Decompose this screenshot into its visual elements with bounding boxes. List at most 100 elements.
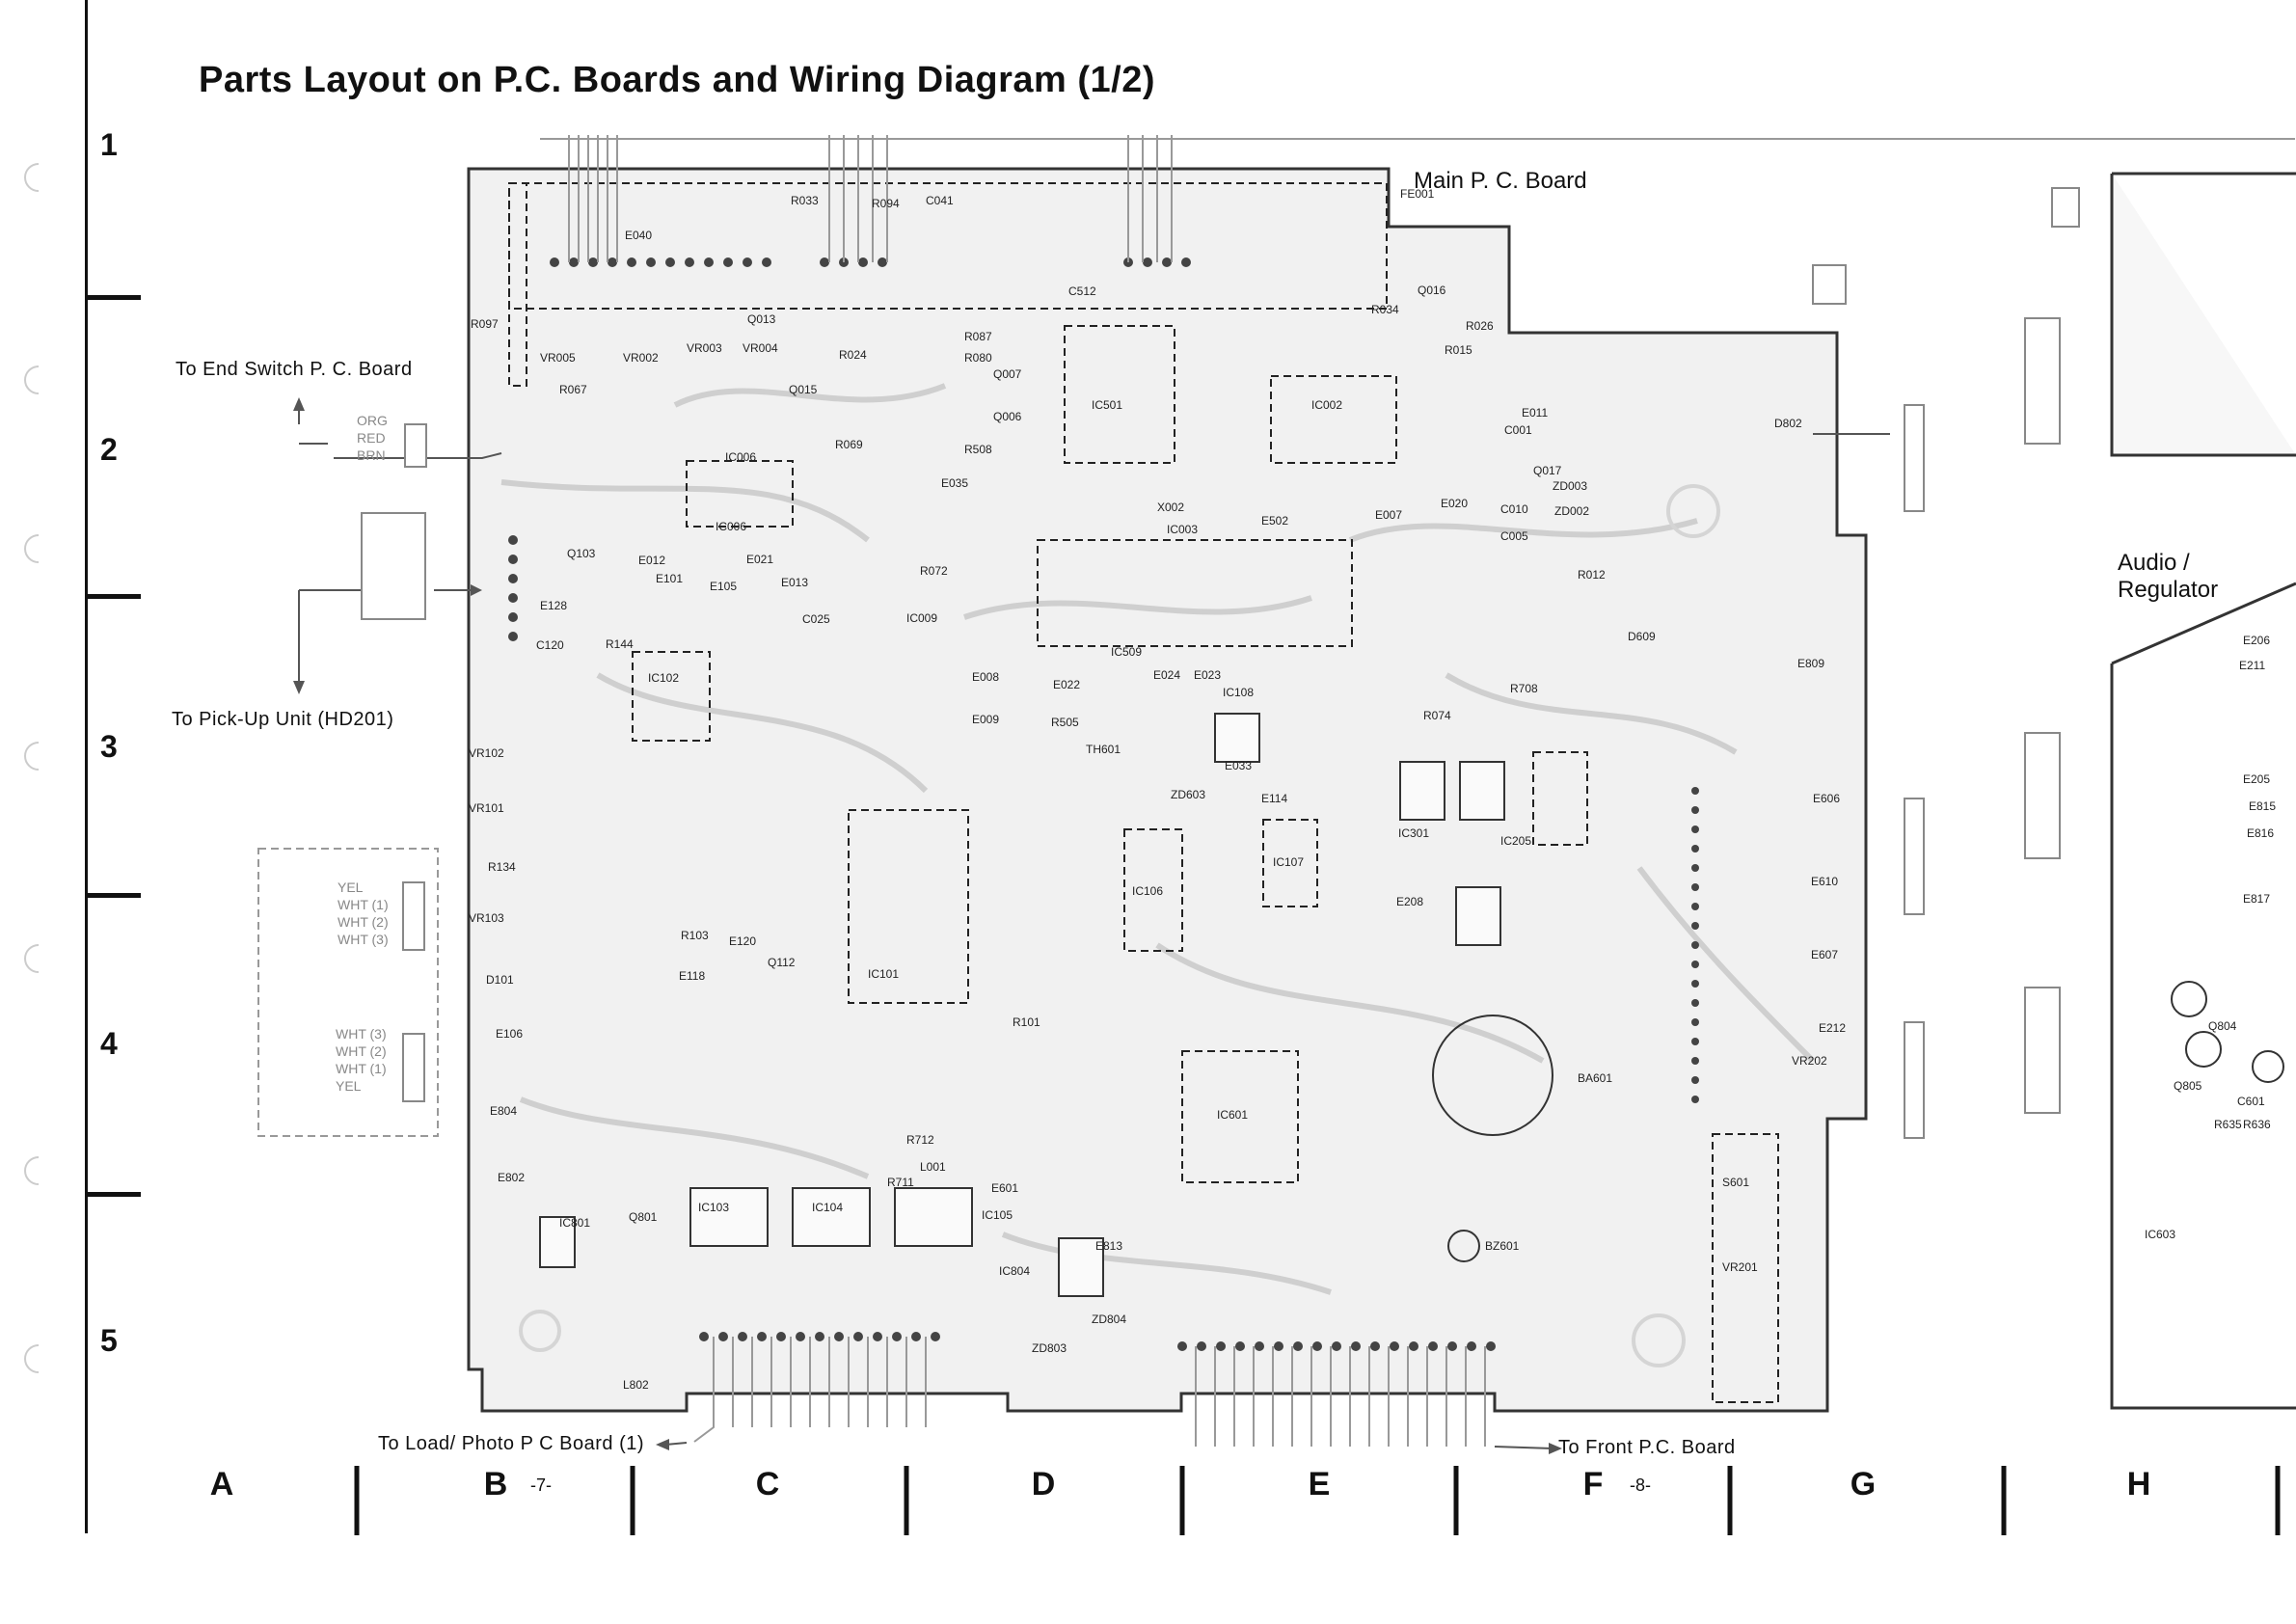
svg-text:E205: E205 bbox=[2243, 772, 2270, 786]
svg-text:ZD804: ZD804 bbox=[1092, 1313, 1126, 1326]
svg-text:E606: E606 bbox=[1813, 792, 1840, 805]
svg-text:R636: R636 bbox=[2243, 1118, 2271, 1131]
svg-text:R144: R144 bbox=[606, 637, 634, 651]
audio-board-outline-bottom bbox=[2110, 582, 2296, 1410]
svg-text:E022: E022 bbox=[1053, 678, 1080, 691]
svg-text:S601: S601 bbox=[1722, 1176, 1749, 1189]
row-tick-4 bbox=[85, 1192, 141, 1197]
svg-text:VR202: VR202 bbox=[1792, 1054, 1827, 1068]
svg-text:R097: R097 bbox=[471, 317, 499, 331]
main-board-outline bbox=[467, 167, 1868, 1413]
ic601-outline bbox=[1181, 1050, 1299, 1183]
ic002-outline bbox=[1270, 375, 1397, 464]
column-label-f: F bbox=[1582, 1466, 1604, 1502]
punch-holes bbox=[24, 163, 40, 1373]
svg-text:IC105: IC105 bbox=[982, 1208, 1013, 1222]
svg-text:ZD603: ZD603 bbox=[1171, 788, 1205, 801]
svg-text:E101: E101 bbox=[656, 572, 683, 585]
svg-text:L001: L001 bbox=[920, 1160, 946, 1174]
column-label-h: H bbox=[2126, 1466, 2151, 1502]
column-label-d: D bbox=[1031, 1466, 1056, 1502]
audio-regulator-board-label: Audio / Regulator bbox=[2118, 550, 2219, 603]
ic106-outline bbox=[1123, 828, 1183, 952]
end-switch-box-outline bbox=[508, 182, 527, 387]
svg-text:R074: R074 bbox=[1423, 709, 1451, 722]
svg-text:IC002: IC002 bbox=[1311, 398, 1342, 412]
svg-text:E021: E021 bbox=[746, 553, 773, 566]
page-title: Parts Layout on P.C. Boards and Wiring D… bbox=[199, 60, 1156, 100]
svg-text:E211: E211 bbox=[2239, 659, 2265, 672]
pick-up-connection-label: To Pick-Up Unit (HD201) bbox=[172, 709, 394, 730]
row-label-4: 4 bbox=[100, 1026, 118, 1061]
svg-text:E607: E607 bbox=[1811, 948, 1838, 961]
svg-text:R708: R708 bbox=[1510, 682, 1538, 695]
svg-text:R101: R101 bbox=[1013, 1015, 1040, 1029]
svg-text:IC006: IC006 bbox=[716, 520, 746, 533]
svg-text:IC601: IC601 bbox=[1217, 1108, 1248, 1122]
svg-text:R635: R635 bbox=[2214, 1118, 2242, 1131]
svg-text:ZD803: ZD803 bbox=[1032, 1341, 1067, 1355]
svg-text:IC603: IC603 bbox=[2145, 1228, 2175, 1241]
svg-text:R103: R103 bbox=[681, 929, 709, 942]
svg-text:IC509: IC509 bbox=[1111, 645, 1142, 659]
svg-text:VR102: VR102 bbox=[469, 746, 504, 760]
svg-text:E118: E118 bbox=[679, 969, 705, 983]
svg-text:IC107: IC107 bbox=[1273, 855, 1304, 869]
ic105-body bbox=[894, 1187, 973, 1247]
svg-text:FE001: FE001 bbox=[1400, 187, 1435, 201]
main-board-label: Main P. C. Board bbox=[1414, 168, 1587, 194]
svg-text:E502: E502 bbox=[1261, 514, 1288, 528]
svg-text:R508: R508 bbox=[964, 443, 992, 456]
svg-text:C120: C120 bbox=[536, 638, 564, 652]
ic101-outline bbox=[848, 809, 969, 1004]
svg-text:ZD002: ZD002 bbox=[1554, 504, 1589, 518]
svg-text:E012: E012 bbox=[638, 554, 665, 567]
svg-text:VR003: VR003 bbox=[687, 341, 722, 355]
svg-text:R505: R505 bbox=[1051, 716, 1079, 729]
svg-text:D101: D101 bbox=[486, 973, 514, 987]
svg-text:E128: E128 bbox=[540, 599, 567, 612]
right-plug-bottom bbox=[1904, 1021, 1925, 1139]
svg-text:E804: E804 bbox=[490, 1104, 517, 1118]
ic108-body bbox=[1214, 713, 1260, 763]
row-tick-2 bbox=[85, 594, 141, 599]
svg-text:VR004: VR004 bbox=[743, 341, 778, 355]
right-plug-mid bbox=[1904, 798, 1925, 915]
ic006-outline bbox=[686, 460, 794, 528]
column-label-a: A bbox=[209, 1466, 234, 1502]
svg-text:VR201: VR201 bbox=[1722, 1260, 1758, 1274]
svg-text:E813: E813 bbox=[1095, 1239, 1122, 1253]
page-number-right: -8- bbox=[1630, 1475, 1651, 1495]
svg-text:VR002: VR002 bbox=[623, 351, 659, 365]
top-right-plug-2 bbox=[2051, 187, 2080, 228]
svg-text:IC205: IC205 bbox=[1500, 834, 1531, 848]
ic202-body bbox=[1455, 886, 1501, 946]
svg-text:E610: E610 bbox=[1811, 875, 1838, 888]
svg-text:E020: E020 bbox=[1441, 497, 1468, 510]
svg-text:R012: R012 bbox=[1578, 568, 1606, 582]
svg-text:R711: R711 bbox=[887, 1176, 914, 1189]
svg-text:IC103: IC103 bbox=[698, 1201, 729, 1214]
svg-text:L802: L802 bbox=[623, 1378, 649, 1392]
svg-text:BA601: BA601 bbox=[1578, 1071, 1612, 1085]
svg-text:E817: E817 bbox=[2243, 892, 2270, 906]
row-label-3: 3 bbox=[100, 729, 118, 764]
row-label-5: 5 bbox=[100, 1323, 118, 1358]
svg-text:E040: E040 bbox=[625, 229, 652, 242]
svg-text:E206: E206 bbox=[2243, 634, 2270, 647]
svg-text:Q006: Q006 bbox=[993, 410, 1022, 423]
svg-text:E007: E007 bbox=[1375, 508, 1402, 522]
svg-text:IC009: IC009 bbox=[906, 611, 937, 625]
svg-text:R067: R067 bbox=[559, 383, 587, 396]
end-switch-connection-label: To End Switch P. C. Board bbox=[176, 359, 413, 380]
pickup-plug bbox=[361, 512, 426, 620]
svg-text:E212: E212 bbox=[1819, 1021, 1846, 1035]
ic301-body bbox=[1399, 761, 1445, 821]
left-margin-rule bbox=[85, 0, 88, 1533]
svg-text:E008: E008 bbox=[972, 670, 999, 684]
svg-text:R024: R024 bbox=[839, 348, 867, 362]
row-tick-1 bbox=[85, 295, 141, 300]
svg-text:E013: E013 bbox=[781, 576, 808, 589]
ic501-outline bbox=[1064, 325, 1175, 464]
